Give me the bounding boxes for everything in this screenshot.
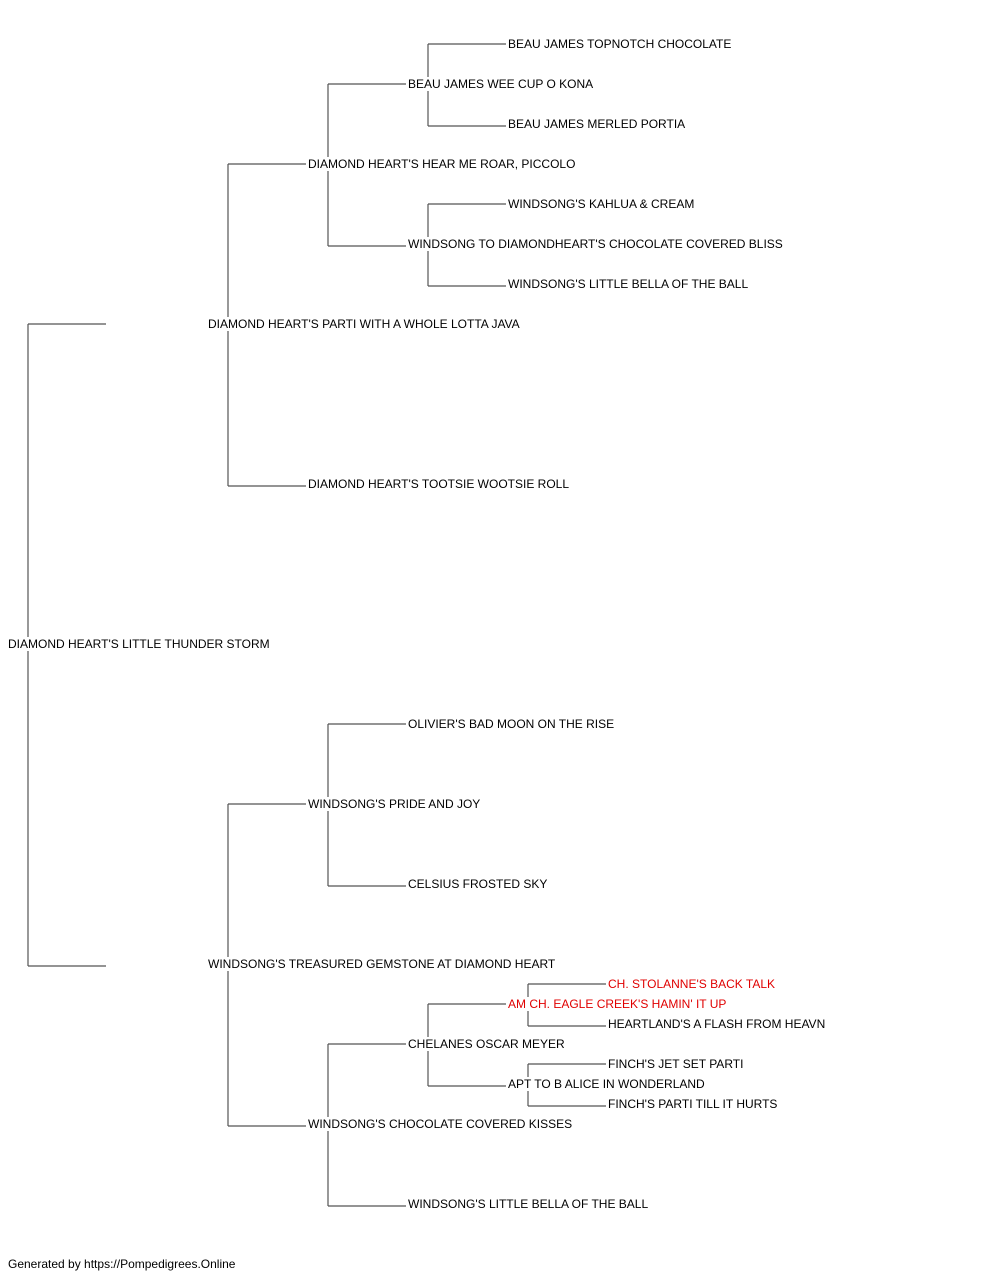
ancestor-dam-dam-sire-dam-sire: FINCH'S JET SET PARTI <box>607 1057 745 1071</box>
ancestor-sire-sire: DIAMOND HEART'S HEAR ME ROAR, PICCOLO <box>307 157 577 171</box>
ancestor-sire-sire-sire-dam: BEAU JAMES MERLED PORTIA <box>507 117 687 131</box>
ancestor-sire: DIAMOND HEART'S PARTI WITH A WHOLE LOTTA… <box>207 317 521 331</box>
ancestor-dam-dam-sire-dam-dam: FINCH'S PARTI TILL IT HURTS <box>607 1097 779 1111</box>
ancestor-dam-dam-sire-sire: AM CH. EAGLE CREEK'S HAMIN' IT UP <box>507 997 728 1011</box>
ancestor-dam-dam-sire: CHELANES OSCAR MEYER <box>407 1037 566 1051</box>
ancestor-dam-dam-sire-dam: APT TO B ALICE IN WONDERLAND <box>507 1077 706 1091</box>
ancestor-dam-sire: WINDSONG'S PRIDE AND JOY <box>307 797 482 811</box>
ancestor-dam-dam-dam: WINDSONG'S LITTLE BELLA OF THE BALL <box>407 1197 650 1211</box>
generated-by-footer: Generated by https://Pompedigrees.Online <box>8 1257 236 1271</box>
ancestor-sire-sire-dam: WINDSONG TO DIAMONDHEART'S CHOCOLATE COV… <box>407 237 784 251</box>
ancestor-dam-dam-sire-sire-sire: CH. STOLANNE'S BACK TALK <box>607 977 777 991</box>
ancestor-sire-sire-sire-sire: BEAU JAMES TOPNOTCH CHOCOLATE <box>507 37 733 51</box>
ancestor-dam-dam: WINDSONG'S CHOCOLATE COVERED KISSES <box>307 1117 574 1131</box>
subject-dog-name: DIAMOND HEART'S LITTLE THUNDER STORM <box>7 637 271 651</box>
ancestor-sire-sire-dam-dam: WINDSONG'S LITTLE BELLA OF THE BALL <box>507 277 750 291</box>
ancestor-dam-sire-dam: CELSIUS FROSTED SKY <box>407 877 549 891</box>
ancestor-sire-sire-dam-sire: WINDSONG'S KAHLUA & CREAM <box>507 197 696 211</box>
ancestor-sire-dam: DIAMOND HEART'S TOOTSIE WOOTSIE ROLL <box>307 477 570 491</box>
ancestor-dam-sire-sire: OLIVIER'S BAD MOON ON THE RISE <box>407 717 616 731</box>
ancestor-sire-sire-sire: BEAU JAMES WEE CUP O KONA <box>407 77 595 91</box>
ancestor-dam-dam-sire-sire-dam: HEARTLAND'S A FLASH FROM HEAVN <box>607 1017 827 1031</box>
ancestor-dam: WINDSONG'S TREASURED GEMSTONE AT DIAMOND… <box>207 957 557 971</box>
